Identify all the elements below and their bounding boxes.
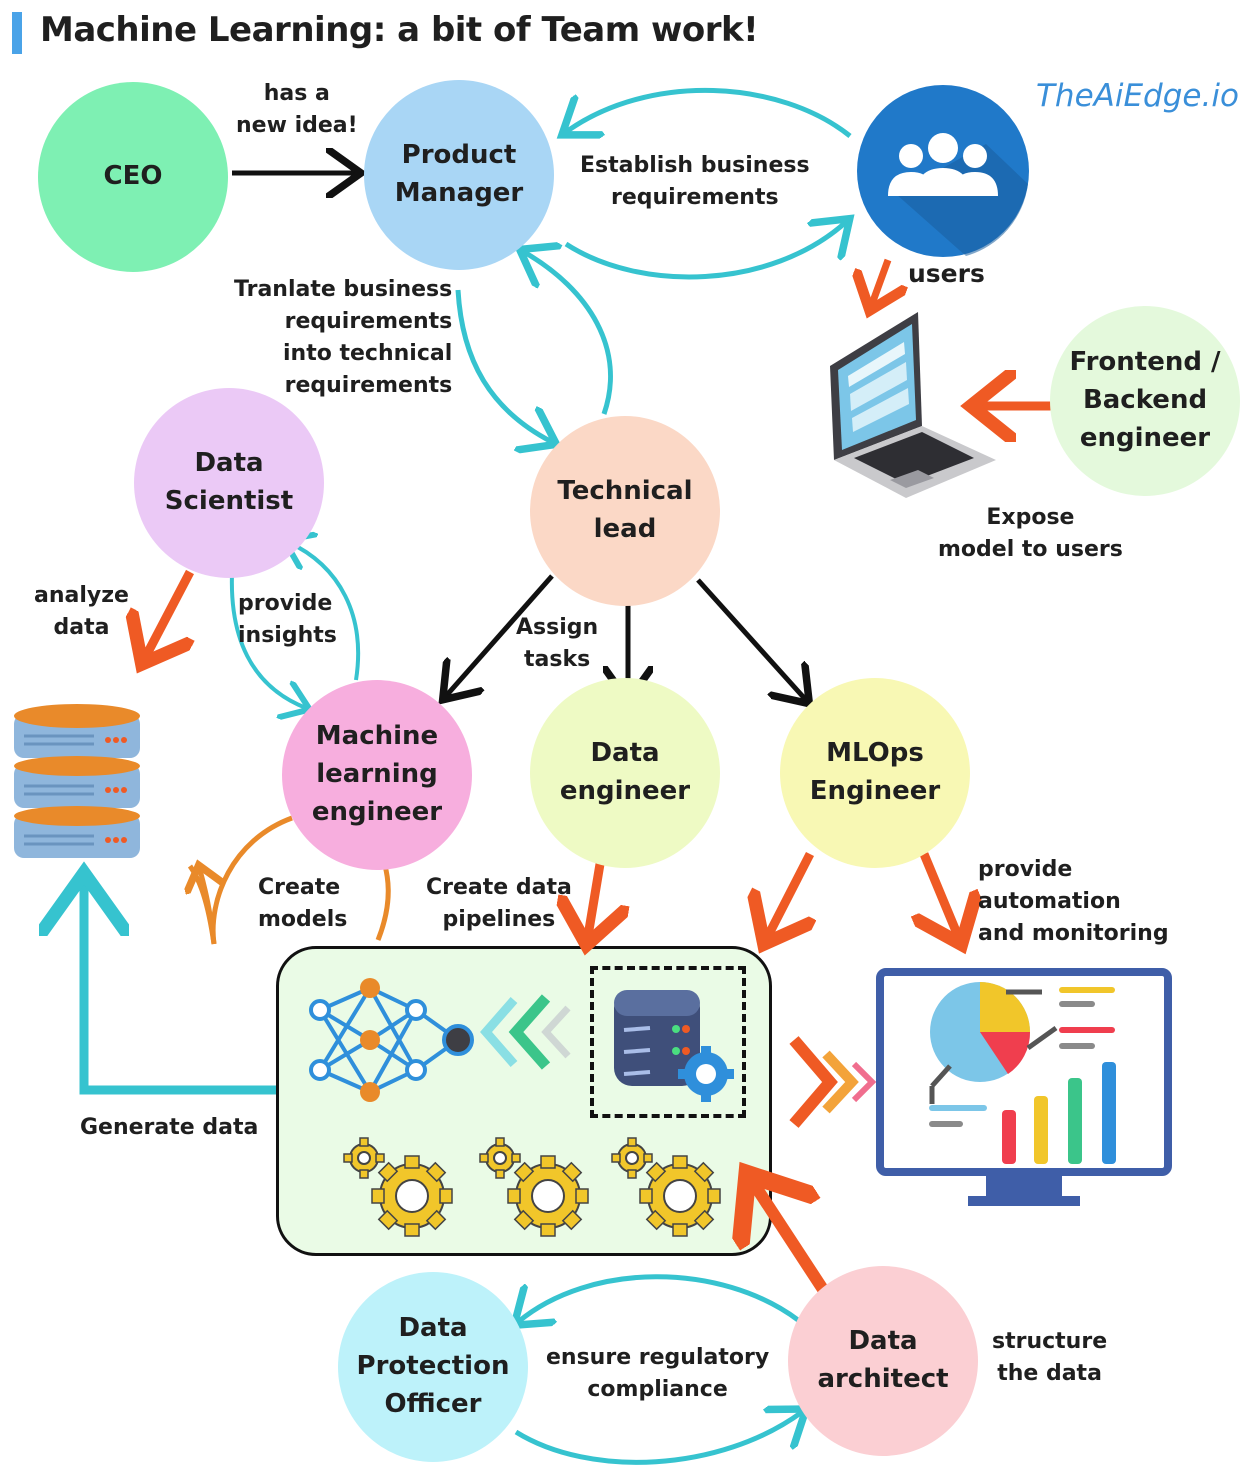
output-chevrons-icon (789, 1036, 877, 1128)
label-provide-insights: provide insights (238, 591, 337, 648)
arrow-scientist-to-ml (229, 573, 306, 708)
arrow-scientist-to-database (146, 569, 190, 656)
server-gear-icon (614, 990, 734, 1102)
node-frontend-backend: Frontend / Backend engineer (1050, 306, 1240, 496)
arrow-pm-to-lead (455, 289, 552, 442)
label-has-idea: has a new idea! (236, 81, 358, 138)
arrow-data-eng-to-system (588, 851, 602, 936)
neural-network-icon (309, 978, 474, 1102)
label-assign-tasks: Assign tasks (516, 615, 599, 672)
label-create-pipelines: Create data pipelines (426, 875, 572, 932)
arrow-mlops-to-system (768, 851, 810, 936)
arrow-lead-to-mlops (696, 578, 806, 700)
arrow-architect-to-system (754, 1184, 832, 1298)
arrow-architect-to-dpo (518, 1274, 800, 1322)
node-product-manager: Product Manager (364, 80, 554, 270)
node-data-architect: Data architect (788, 1266, 978, 1456)
brand-watermark: TheAiEdge.io (1036, 78, 1239, 114)
arrow-users-to-laptop (872, 258, 888, 304)
label-automation-monitoring: provide automation and monitoring (978, 857, 1169, 946)
node-ml-engineer: Machine learning engineer (282, 680, 472, 870)
arrow-lead-to-ml (446, 574, 554, 696)
arrow-mlops-to-dashboard (924, 852, 958, 936)
label-structure-data: structure the data (992, 1329, 1108, 1386)
arrow-lead-to-pm (524, 252, 613, 415)
data-source-dashed-box (590, 966, 746, 1118)
arrow-users-to-pm (566, 88, 852, 136)
label-establish-requirements: Establish business requirements (580, 153, 810, 210)
node-ceo: CEO (38, 82, 228, 272)
label-translate-requirements: Tranlate business requirements into tech… (234, 277, 453, 398)
label-expose-model: Expose model to users (938, 505, 1123, 562)
label-users: users (908, 259, 985, 288)
label-generate-data: Generate data (80, 1115, 259, 1140)
node-data-engineer: Data engineer (530, 678, 720, 868)
arrow-pm-to-users (564, 222, 846, 280)
arrow-system-to-database (84, 882, 276, 1095)
users-icon (857, 85, 1029, 257)
arrow-ml-to-scientist (288, 542, 361, 681)
chevrons-icon (480, 994, 571, 1070)
node-data-protection-officer: Data Protection Officer (338, 1272, 528, 1462)
label-regulatory-compliance: ensure regulatory compliance (546, 1345, 770, 1402)
dashboard-monitor-icon (876, 968, 1172, 1206)
label-analyze-data: analyze data (34, 583, 129, 640)
label-create-models: Create models (258, 875, 348, 932)
laptop-icon (830, 312, 996, 498)
node-mlops-engineer: MLOps Engineer (780, 678, 970, 868)
title-accent-bar (12, 12, 22, 54)
node-technical-lead: Technical lead (530, 416, 720, 606)
database-icon (14, 704, 140, 858)
arrow-dpo-to-architect (514, 1412, 802, 1465)
node-data-scientist: Data Scientist (134, 388, 324, 578)
gears-icon (343, 1137, 721, 1237)
page-title: Machine Learning: a bit of Team work! (40, 10, 759, 50)
